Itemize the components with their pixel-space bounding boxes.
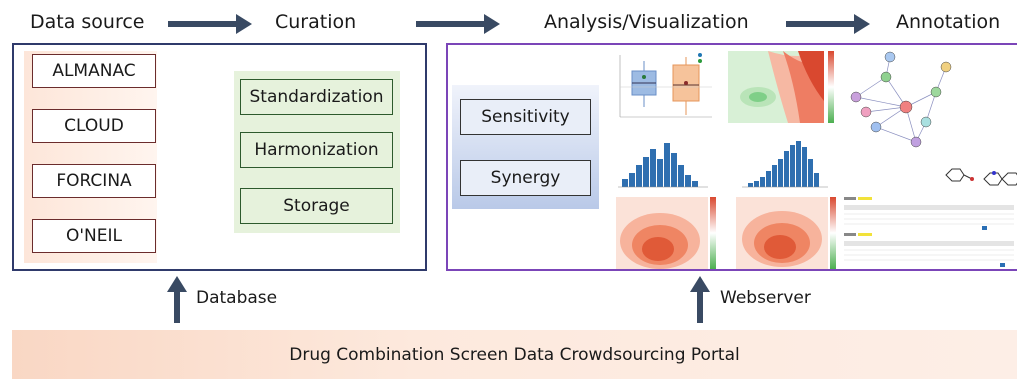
contour-map-thumbnail [736,197,836,269]
source-cloud: CLOUD [32,109,156,143]
arrow-right-icon [786,14,870,34]
database-label: Database [196,288,278,308]
arrow-right-icon [416,14,500,34]
source-almanac: ALMANAC [32,54,156,88]
network-graph-thumbnail [850,51,952,148]
analysis-sensitivity: Sensitivity [460,99,591,135]
histogram-thumbnail [742,141,828,188]
database-panel: ALMANAC CLOUD FORCINA O'NEIL Standardiza… [12,43,427,271]
portal-banner: Drug Combination Screen Data Crowdsourci… [12,330,1017,379]
analysis-column: Sensitivity Synergy [452,85,599,209]
contour-map-thumbnail [728,51,834,123]
curation-column: Standardization Harmonization Storage [234,71,400,233]
curation-storage: Storage [240,188,393,224]
molecule-structures-thumbnail [945,168,1017,186]
boxplot-thumbnail [619,53,712,118]
curation-standardization: Standardization [240,79,393,115]
stage-analysis: Analysis/Visualization [544,11,749,33]
webserver-panel: Sensitivity Synergy [446,43,1017,271]
stage-curation: Curation [275,11,357,33]
stage-data-source: Data source [30,11,145,33]
histogram-thumbnail [618,143,708,188]
webserver-label: Webserver [720,288,811,308]
data-source-column: ALMANAC CLOUD FORCINA O'NEIL [24,51,157,263]
analysis-synergy: Synergy [460,160,591,196]
contour-map-thumbnail [616,197,716,269]
source-forcina: FORCINA [32,164,156,198]
arrow-up-icon [167,276,187,323]
source-oneil: O'NEIL [32,219,156,253]
curation-harmonization: Harmonization [240,132,393,168]
arrow-right-icon [168,14,252,34]
arrow-up-icon [690,276,710,323]
stage-annotation: Annotation [896,11,1001,33]
portal-title: Drug Combination Screen Data Crowdsourci… [289,344,740,365]
data-table-thumbnail [844,197,1014,267]
